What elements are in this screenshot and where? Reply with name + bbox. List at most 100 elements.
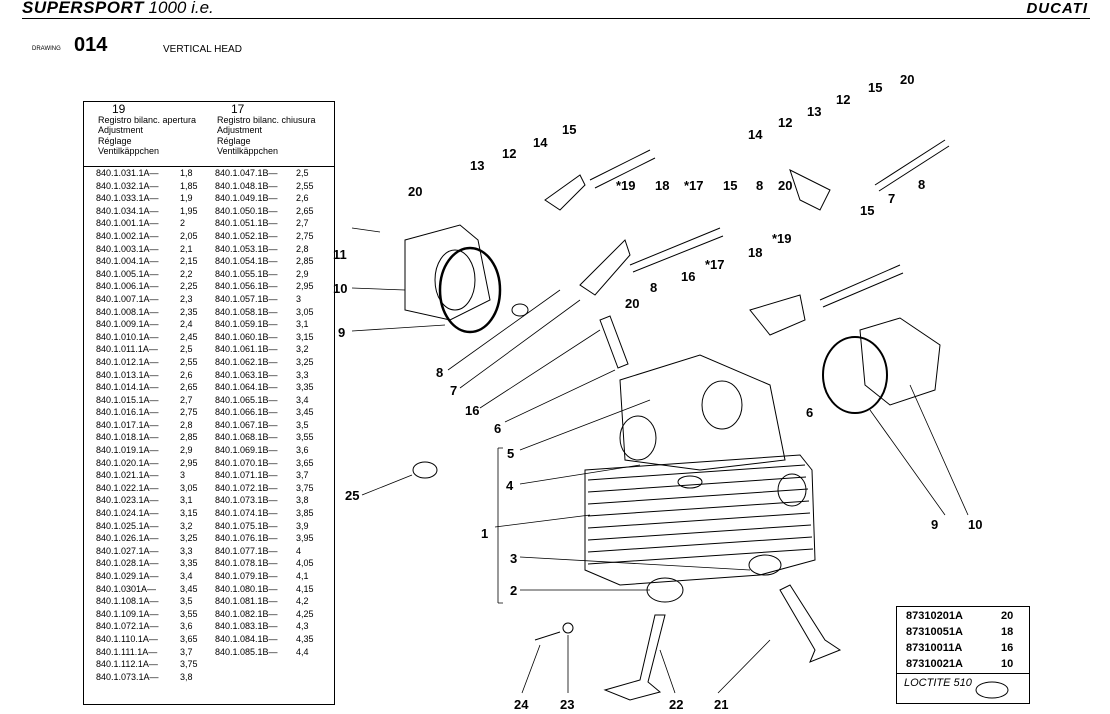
part-code: 840.1.069.1B— — [215, 445, 278, 456]
part-size: 2,3 — [180, 293, 193, 304]
part-size: 3,25 — [296, 356, 314, 367]
part-size: 2,35 — [180, 306, 198, 317]
part-code: 840.1.077.1B— — [215, 545, 278, 556]
part-code: 840.1.067.1B— — [215, 419, 278, 430]
valves — [603, 584, 842, 701]
part-size: 2,55 — [296, 180, 314, 191]
part-size: 3,65 — [296, 457, 314, 468]
part-size: 3,3 — [180, 545, 193, 556]
part-code: 840.1.053.1B— — [215, 243, 278, 254]
callout-number: 6 — [494, 421, 502, 436]
callout-number: 22 — [669, 697, 684, 712]
part-size: 3,55 — [296, 432, 314, 443]
header-line: Registro bilanc. apertura — [98, 114, 197, 125]
callout-number: 14 — [533, 135, 548, 150]
part-code: 840.1.049.1B— — [215, 193, 278, 204]
part-size: 2 — [180, 218, 186, 229]
part-code: 840.1.076.1B— — [215, 533, 278, 544]
part-code: 840.1.033.1A— — [96, 193, 159, 204]
part-code: 840.1.058.1B— — [215, 306, 278, 317]
callout-number: *19 — [616, 178, 636, 193]
part-size: 1,8 — [180, 168, 193, 178]
part-code: 840.1.057.1B— — [215, 293, 278, 304]
part-size: 2,95 — [180, 457, 198, 468]
part-code: 840.1.084.1B— — [215, 633, 278, 644]
part-size: 3,9 — [296, 520, 309, 531]
callout-number: 12 — [502, 146, 517, 161]
part-code: 840.1.078.1B— — [215, 558, 278, 569]
part-code: 840.1.006.1A— — [96, 281, 159, 292]
part-code: 840.1.028.1A— — [96, 558, 159, 569]
callout-number: 13 — [807, 104, 822, 119]
part-code: 840.1.059.1B— — [215, 319, 278, 330]
cylinder-head — [584, 354, 816, 586]
part-code: 840.1.073.1A— — [96, 671, 159, 682]
part-size: 3,8 — [180, 671, 193, 682]
header-line: Adjustment — [217, 125, 263, 136]
part-code: 840.1.014.1A— — [96, 382, 159, 393]
part-size: 2,75 — [296, 230, 314, 241]
callout-number: 23 — [560, 697, 575, 712]
callout-number: 12 — [778, 115, 793, 130]
callout-number: 14 — [748, 127, 763, 142]
part-size: 3 — [296, 293, 302, 304]
part-code: 840.1.012.1A— — [96, 356, 159, 367]
part-size: 2,85 — [180, 432, 198, 443]
part-size: 2,95 — [296, 281, 314, 292]
callout-number: 20 — [778, 178, 793, 193]
callout-number: 11 — [333, 247, 347, 262]
part-code: 840.1.081.1B— — [215, 596, 278, 607]
part-code: 840.1.022.1A— — [96, 482, 159, 493]
part-code: 840.1.016.1A— — [96, 407, 159, 418]
part-code: 840.1.026.1A— — [96, 533, 159, 544]
part-code: 840.1.0301A— — [96, 583, 157, 594]
valve-cover-right — [822, 317, 941, 414]
part-size: 2,8 — [296, 243, 309, 254]
part-size: 3,7 — [296, 470, 309, 481]
part-code: 840.1.025.1A— — [96, 520, 159, 531]
part-size: 3,15 — [296, 331, 314, 342]
callout-number: 21 — [714, 697, 729, 712]
brand-logo: DUCATI — [1026, 0, 1088, 17]
part-size: 4 — [296, 545, 302, 556]
callout-number: 18 — [655, 178, 670, 193]
part-code: 840.1.047.1B— — [215, 168, 278, 178]
part-code: 840.1.072.1B— — [215, 482, 278, 493]
header-col-19: 19 Registro bilanc. apertura Adjustment … — [98, 103, 197, 157]
callout-number: 8 — [918, 177, 926, 192]
callout-number: 9 — [931, 517, 939, 532]
part-code: 840.1.021.1A— — [96, 470, 159, 481]
valve-cover-left — [404, 224, 502, 334]
adjuster-table: 19 Registro bilanc. apertura Adjustment … — [83, 101, 335, 705]
part-code: 840.1.066.1B— — [215, 407, 278, 418]
part-size: 3,1 — [180, 495, 193, 506]
part-size: 2,2 — [180, 268, 193, 279]
callout-number: 16 — [465, 403, 480, 418]
part-code: 840.1.061.1B— — [215, 344, 278, 355]
part-size: 3,6 — [180, 621, 193, 632]
part-code: 840.1.052.1B— — [215, 230, 278, 241]
part-code: 840.1.001.1A— — [96, 218, 159, 229]
drawing-label: DRAWING — [32, 46, 61, 52]
part-size: 3,65 — [180, 633, 198, 644]
callout-number: *19 — [772, 231, 792, 246]
part-code: 840.1.051.1B— — [215, 218, 278, 229]
callout-number: 10 — [333, 281, 348, 296]
callout-number: 7 — [888, 191, 896, 206]
